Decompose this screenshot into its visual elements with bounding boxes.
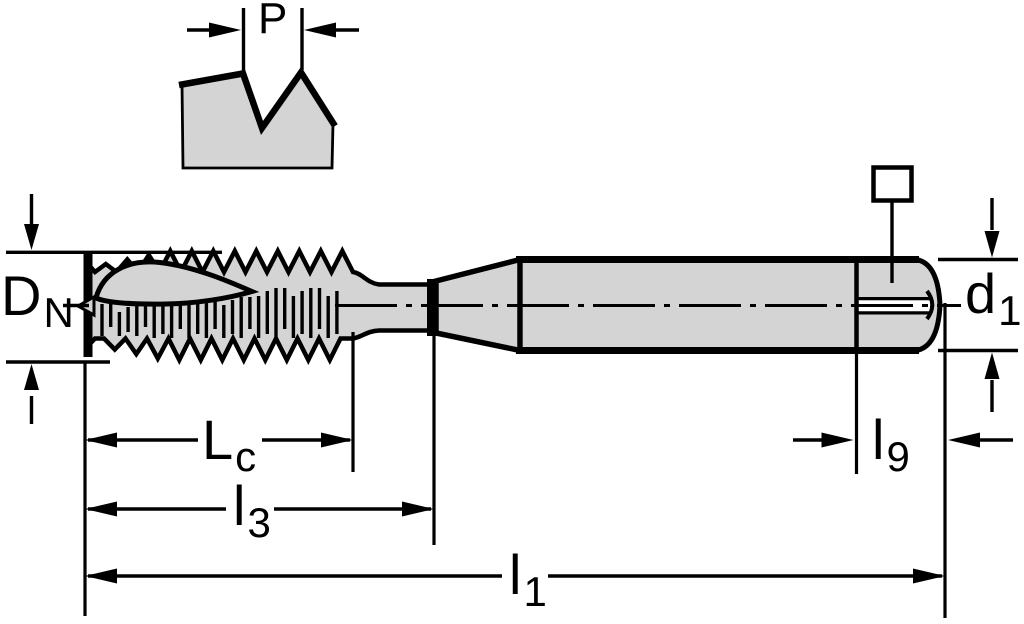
shank-end-crescent: [925, 289, 935, 321]
l9-arrow-left-head: [821, 432, 854, 448]
dimension-l1: [85, 568, 945, 584]
label-l9: l 9: [872, 408, 910, 478]
lc-arrow-right: [321, 432, 353, 448]
l3-arrow-left: [85, 501, 117, 517]
shank-end-arc: [915, 257, 943, 353]
dimension-d1: [938, 198, 1018, 412]
pitch-arrow-left-head: [209, 22, 241, 38]
dimension-l9: [793, 432, 1013, 448]
neck-shoulder-bar: [427, 279, 437, 336]
square-drive-icon: [871, 165, 914, 203]
label-l1-main: l: [509, 543, 522, 606]
d1-bottom-arrow-head: [984, 352, 1000, 379]
label-dn-main: D: [1, 264, 42, 327]
thread-flank-hatching: [100, 288, 339, 338]
label-pitch: P: [258, 0, 287, 41]
pitch-arrow-right-head: [304, 22, 336, 38]
dimension-l3: [85, 501, 434, 517]
flute-teardrop: [93, 259, 260, 307]
label-lc-sub: c: [235, 433, 257, 480]
d1-top-arrow-head: [984, 231, 1000, 258]
label-l1-sub: 1: [523, 568, 547, 615]
pitch-detail: [178, 8, 359, 170]
label-l3: l 3: [233, 474, 271, 544]
label-dn-sub: N: [43, 289, 74, 336]
label-d1-sub: 1: [998, 287, 1022, 334]
body-outlines: [427, 256, 943, 354]
thread-profile-edge: [178, 66, 338, 136]
label-lc: L c: [202, 408, 256, 478]
label-dn: D N: [1, 264, 74, 334]
label-lc-main: L: [202, 408, 234, 471]
l3-arrow-right: [402, 501, 434, 517]
label-l3-main: l: [233, 474, 246, 537]
dimension-dn: [6, 194, 222, 424]
dn-top-arrow-head: [24, 224, 39, 250]
label-d1-main: d: [965, 262, 997, 325]
label-l9-main: l: [872, 408, 885, 471]
dimension-lc: [85, 432, 353, 448]
dn-bottom-arrow-head: [24, 364, 39, 390]
label-l1: l 1: [509, 543, 547, 613]
lc-arrow-left: [85, 432, 117, 448]
extension-lines: [83, 303, 947, 618]
l1-arrow-left: [85, 568, 117, 584]
label-l9-sub: 9: [886, 433, 910, 480]
l9-arrow-right-head: [948, 432, 980, 448]
label-l3-sub: 3: [247, 499, 271, 546]
l1-arrow-right: [913, 568, 945, 584]
label-pitch-main: P: [258, 0, 288, 43]
label-d1: d 1: [965, 262, 1022, 332]
square-drive-callout: [871, 165, 914, 283]
